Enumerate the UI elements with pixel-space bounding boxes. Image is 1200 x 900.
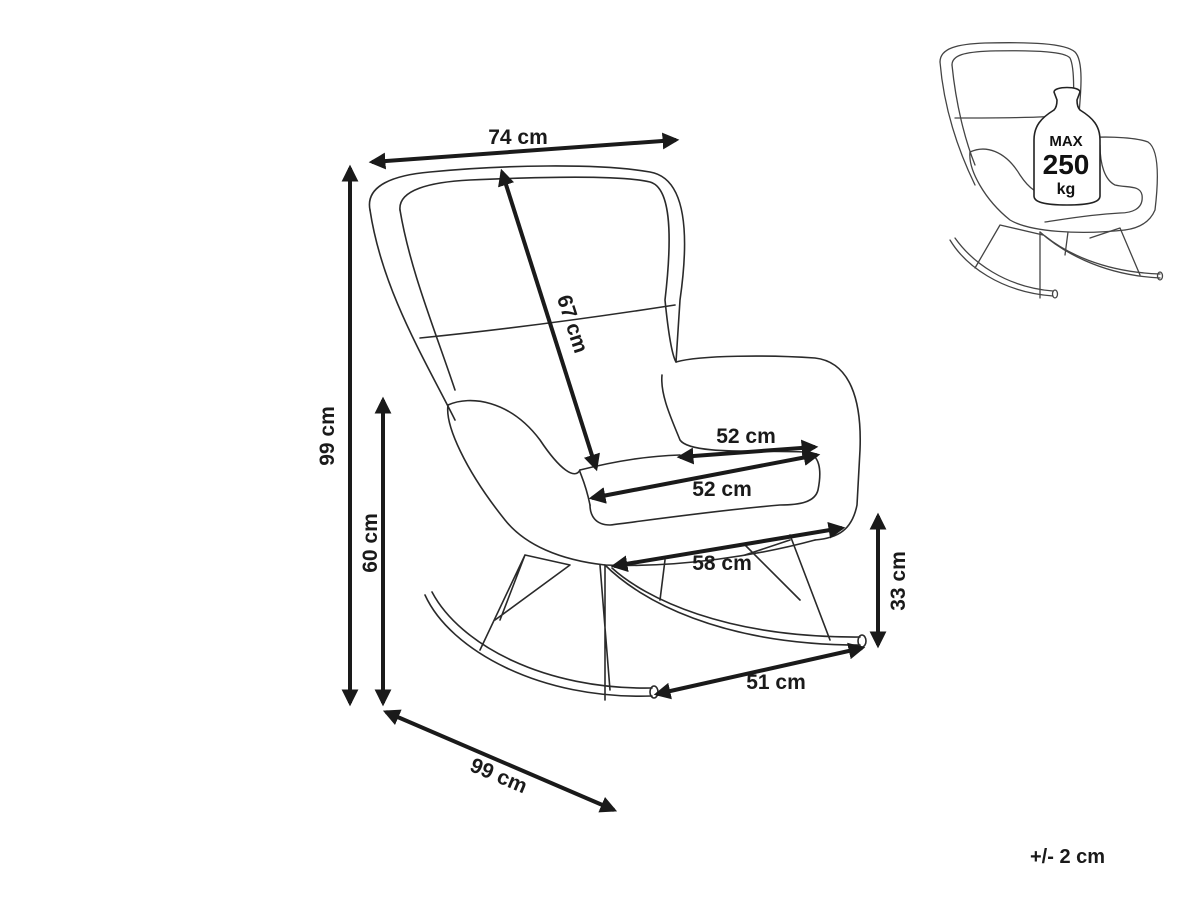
chair-backrest-inner — [399, 176, 677, 363]
chair-rocker-left — [424, 594, 653, 697]
load-badge: MAX 250 kg — [1033, 86, 1101, 206]
chair-back-left — [369, 209, 456, 421]
label-seat-front: 58 cm — [692, 552, 752, 575]
chair-back-inner-left — [399, 209, 456, 391]
label-seat-width-back: 52 cm — [716, 425, 776, 448]
load-value: 250 — [1043, 149, 1090, 180]
rocker-cap-right — [857, 634, 867, 648]
arrow-rocker-span — [653, 642, 866, 700]
chair-rocker-left-inner — [431, 591, 653, 689]
chair-rocker-right — [604, 564, 861, 646]
chair-drawing — [368, 165, 867, 701]
tolerance-note: +/- 2 cm — [1030, 846, 1106, 868]
label-total-height: 99 cm — [316, 406, 339, 466]
dimension-lines — [341, 132, 887, 813]
label-width: 74 cm — [488, 126, 548, 149]
load-unit: kg — [1057, 181, 1076, 198]
chair-backrest-outline — [368, 165, 862, 541]
arrow-width — [368, 132, 680, 170]
label-rocker-span: 51 cm — [746, 671, 806, 694]
arrow-backrest — [498, 168, 600, 472]
weight-icon — [1033, 86, 1101, 206]
dimension-labels: 74 cm 67 cm 99 cm 60 cm 52 cm 52 cm 58 c… — [316, 126, 910, 798]
arrow-seat-front — [610, 521, 846, 573]
label-seat-width-front: 52 cm — [692, 478, 752, 501]
load-max: MAX — [1049, 133, 1082, 150]
chair-shell-left — [447, 399, 581, 475]
chair-rocker-right-inner — [611, 567, 861, 638]
arrow-depth — [382, 709, 618, 813]
label-seat-height: 60 cm — [359, 513, 382, 573]
arrow-seat-width-front — [588, 449, 821, 504]
label-rocker-height: 33 cm — [887, 551, 910, 611]
